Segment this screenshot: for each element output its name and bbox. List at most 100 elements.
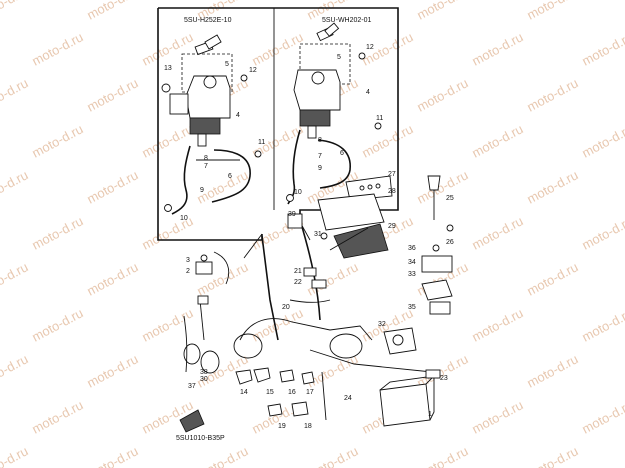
connector-7b <box>307 125 317 139</box>
cable-left-1 <box>171 145 191 215</box>
callout-9a: 9 <box>200 187 204 194</box>
switch-15 <box>253 367 271 383</box>
ignition-group <box>183 251 230 374</box>
switch-body-2 <box>293 69 341 111</box>
footer-code: 5SU1010-B35P <box>176 435 225 442</box>
callout-4b: 4 <box>366 89 370 96</box>
screw-26 <box>446 224 454 232</box>
callout-8a: 8 <box>204 155 208 162</box>
lock-unit-2 <box>299 109 331 127</box>
callout-39: 39 <box>288 211 296 218</box>
callout-26: 26 <box>446 239 454 246</box>
left-inset-code: 5SU-H252E-10 <box>184 17 232 24</box>
callout-12a: 12 <box>249 67 257 74</box>
connector-7a <box>197 133 207 147</box>
callout-13: 13 <box>164 65 172 72</box>
callout-24: 24 <box>344 395 352 402</box>
callout-37: 37 <box>188 383 196 390</box>
callout-25: 25 <box>446 195 454 202</box>
callout-11b: 11 <box>376 115 383 122</box>
callout-17: 17 <box>306 389 314 396</box>
relay-22 <box>311 279 327 289</box>
bolt-3 <box>200 254 208 262</box>
callout-20: 20 <box>282 304 290 311</box>
callout-16: 16 <box>288 389 296 396</box>
right-inset-code: 5SU-WH202-01 <box>322 17 372 24</box>
callout-10b: 10 <box>294 189 302 196</box>
electrical-units-group <box>317 175 454 355</box>
battery-side <box>429 376 435 421</box>
callout-6a: 6 <box>228 173 232 180</box>
bracket-29 <box>333 223 389 259</box>
right-main-switch-assembly <box>286 22 382 205</box>
callout-12b: 12 <box>366 44 374 51</box>
sensor-33 <box>421 279 453 301</box>
label-39 <box>287 213 303 229</box>
bolt-11b <box>374 122 382 130</box>
callout-9b: 9 <box>318 165 322 172</box>
callout-10a: 10 <box>180 215 188 222</box>
lock-cap <box>161 83 171 93</box>
key-4 <box>324 22 340 37</box>
callout-34: 34 <box>408 259 416 266</box>
key-2 <box>204 34 222 50</box>
frame-and-harness <box>233 213 373 359</box>
callout-38: 38 <box>200 369 208 376</box>
rear-wheel <box>329 333 363 359</box>
frame-body <box>239 318 373 341</box>
regulator-2 <box>195 261 213 275</box>
callout-7b: 7 <box>318 153 322 160</box>
rectifier-28 <box>345 175 393 201</box>
gasket-35 <box>429 301 451 315</box>
clip-10a <box>164 204 172 212</box>
callout-18: 18 <box>304 423 312 430</box>
callout-28: 28 <box>388 188 396 195</box>
callout-5b: 5 <box>337 54 341 61</box>
leader-2-3 <box>213 251 230 285</box>
left-main-switch-assembly <box>161 34 262 215</box>
callout-4a: 4 <box>236 112 240 119</box>
callout-5a: 5 <box>225 61 229 68</box>
battery-top <box>379 375 436 391</box>
callout-14: 14 <box>240 389 248 396</box>
callout-36: 36 <box>408 245 416 252</box>
callout-21: 21 <box>294 268 302 275</box>
fin-3 <box>375 183 381 189</box>
callout-2: 2 <box>186 268 190 275</box>
callout-22: 22 <box>294 279 302 286</box>
clip-10b <box>286 194 294 202</box>
callout-8b: 8 <box>318 137 322 144</box>
callouts: 1 2 3 4 4 5 5 6 6 7 7 8 8 9 9 10 10 11 1… <box>164 44 454 430</box>
horn-32 <box>383 327 417 355</box>
callout-27: 27 <box>388 171 396 178</box>
bolt-11a <box>254 150 262 158</box>
callout-11a: 11 <box>258 139 265 146</box>
battery-lead <box>309 349 433 373</box>
fuel-cap-25 <box>427 175 441 191</box>
plate-34 <box>421 255 453 273</box>
leader-37-38 <box>183 315 188 373</box>
switch-17 <box>301 371 315 385</box>
strap-24 <box>321 371 327 421</box>
callout-35: 35 <box>408 304 416 311</box>
fin-2 <box>367 184 373 190</box>
front-wheel <box>233 333 263 359</box>
lock-unit <box>189 117 221 135</box>
key-cylinder <box>203 75 217 89</box>
fuse-23 <box>425 369 441 379</box>
callout-33: 33 <box>408 271 416 278</box>
cable-right-2 <box>317 139 351 189</box>
callout-19: 19 <box>278 423 286 430</box>
callout-32: 32 <box>378 321 386 328</box>
bolt-36 <box>432 244 440 252</box>
horn-grill <box>392 334 404 346</box>
relay-21 <box>303 267 317 277</box>
cover-outline <box>181 53 233 93</box>
switch-14 <box>235 369 253 385</box>
switch-19 <box>267 403 283 417</box>
lock-bracket <box>169 93 189 115</box>
battery-1 <box>379 383 431 427</box>
bottom-parts <box>179 349 441 433</box>
plug-lead-37 <box>199 299 205 341</box>
